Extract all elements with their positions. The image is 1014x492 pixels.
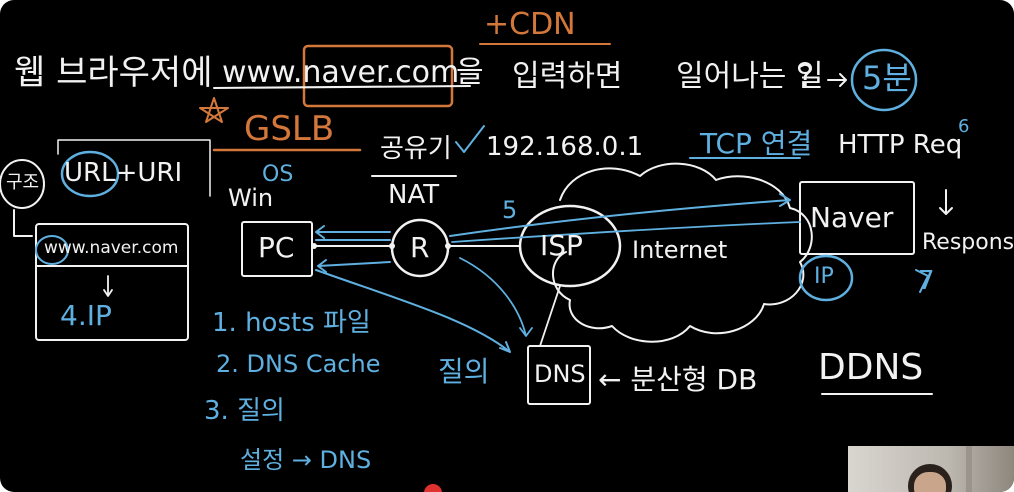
url-uri-label: URL+URI xyxy=(64,158,183,188)
router-port-right xyxy=(445,243,451,249)
naver-label: Naver xyxy=(810,201,894,234)
dns-label: DNS xyxy=(534,360,586,388)
hop-number: 5 xyxy=(502,196,518,224)
pc-label: PC xyxy=(258,231,295,264)
dns-box xyxy=(527,345,591,405)
ddns-label: DDNS xyxy=(818,347,924,388)
url-highlight-box xyxy=(302,44,454,108)
http-req-label: HTTP Req xyxy=(838,130,963,160)
presenter-face xyxy=(914,472,946,492)
duration-circle xyxy=(850,48,918,112)
naver-box xyxy=(799,181,915,255)
pc-box xyxy=(241,221,313,277)
ip-step-label: 4.IP xyxy=(60,299,112,332)
request-arrow-1 xyxy=(315,225,391,239)
step-3: 3. 질의 xyxy=(204,396,285,426)
structure-label: 구조 xyxy=(6,172,40,193)
happens-text: 일어나는 일 xyxy=(676,59,824,94)
win-label: Win xyxy=(228,184,274,212)
star-mark xyxy=(199,97,229,123)
step-3-setting: 설정 → DNS xyxy=(240,446,372,474)
pc-dns-arrow xyxy=(315,269,511,353)
router-port-left xyxy=(389,243,395,249)
response-return-arrow xyxy=(317,259,391,273)
naver-ip-circle xyxy=(798,254,854,302)
cdn-label: +CDN xyxy=(484,7,576,42)
browser-window-box xyxy=(35,223,189,341)
distributed-db-label: ← 분산형 DB xyxy=(598,363,758,396)
router-dns-arrow xyxy=(459,257,533,337)
browser-url-text: www.naver.com xyxy=(44,238,179,258)
router-address: 192.168.0.1 xyxy=(486,132,644,162)
tcp-label: TCP 연결 xyxy=(700,127,813,160)
url-bracket xyxy=(57,139,211,197)
internet-label: Internet xyxy=(632,236,728,264)
duration-arrow xyxy=(827,73,847,87)
pointer-dot xyxy=(424,484,442,492)
req-number: 6 xyxy=(958,116,970,137)
door-frame xyxy=(966,446,972,492)
resp-number: 7 xyxy=(918,266,935,296)
structure-circle xyxy=(0,159,45,209)
pc-port xyxy=(311,243,317,249)
naver-ip-label: IP xyxy=(814,264,834,289)
heading-prefix: 웹 브라우저에 xyxy=(14,53,213,93)
isp-dns-line xyxy=(539,285,561,347)
url-underline xyxy=(213,85,471,89)
isp-label: ISP xyxy=(540,229,583,262)
response-label: Response xyxy=(922,230,1014,255)
structure-arrow xyxy=(13,209,33,237)
url-circle xyxy=(60,150,120,198)
url-particle: 을 xyxy=(456,55,484,90)
router-label: R xyxy=(410,231,430,264)
naver-router-arrow xyxy=(451,221,801,243)
gslb-label: GSLB xyxy=(244,109,335,149)
os-label: OS xyxy=(262,162,294,187)
dns-query-label: 질의 xyxy=(438,355,490,388)
router-check xyxy=(455,125,485,153)
typed-text: 입력하면 xyxy=(512,59,623,94)
browser-down-arrow xyxy=(103,275,113,297)
question-mark: ? xyxy=(798,59,814,94)
browser-url-circle xyxy=(35,235,69,265)
response-curve xyxy=(915,269,929,293)
response-arrow xyxy=(939,189,953,215)
step-1: 1. hosts 파일 xyxy=(212,308,371,338)
sharer-label: 공유기 xyxy=(380,134,452,164)
duration-label: 5분 xyxy=(862,59,912,97)
router-naver-arrow xyxy=(449,193,791,237)
webcam-overlay xyxy=(848,446,1014,492)
step-2: 2. DNS Cache xyxy=(216,350,381,378)
url-text: www.naver.com xyxy=(222,55,460,90)
nat-label: NAT xyxy=(388,180,440,210)
